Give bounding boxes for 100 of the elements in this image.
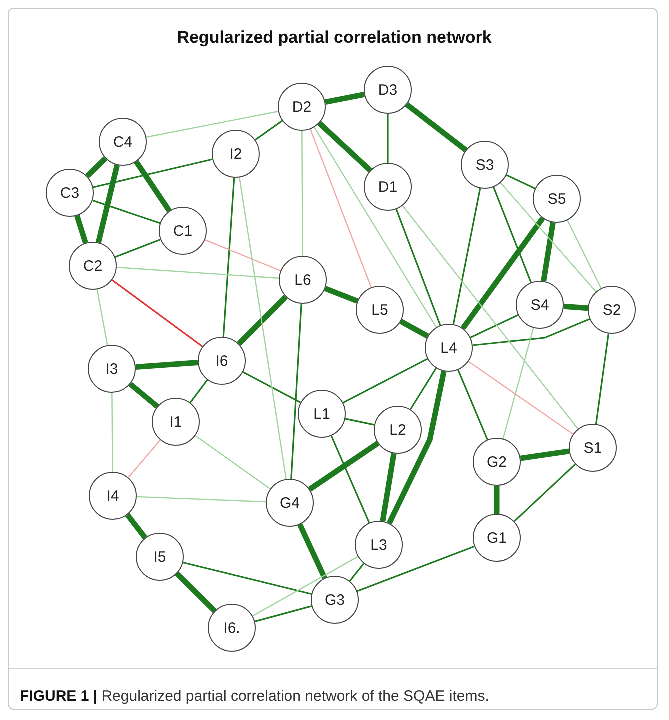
connection-line (74, 215, 88, 244)
node-circle (99, 118, 147, 166)
connection-line (242, 372, 302, 404)
connection-line (500, 182, 597, 292)
connection-line (314, 127, 438, 328)
connection-line (112, 393, 114, 472)
connection-line (460, 216, 546, 330)
connection-line (302, 131, 304, 256)
node-label: C1 (173, 222, 193, 240)
connection-line (458, 370, 488, 440)
node-circle (89, 472, 137, 520)
node-circle (588, 286, 636, 334)
node-label: I5 (154, 548, 166, 566)
connection-line (493, 187, 532, 283)
connection-line (402, 206, 579, 430)
connection-line (452, 188, 482, 325)
connection-line (136, 360, 198, 370)
connection-line (255, 120, 283, 141)
connection-line (520, 448, 570, 462)
node-circle (569, 424, 617, 472)
node-label: L3 (370, 536, 388, 554)
connection-line (349, 563, 365, 582)
connection-line (85, 156, 108, 178)
connection-line (183, 562, 312, 596)
connection-line (506, 174, 536, 190)
connection-line (595, 334, 610, 424)
connection-line (298, 524, 328, 580)
node-label: L6 (294, 272, 312, 288)
node-label: L4 (440, 340, 458, 356)
node-circle (311, 576, 359, 624)
connection-line (175, 572, 217, 614)
node-circle (461, 141, 509, 189)
node-label: S2 (602, 302, 622, 318)
node-circle (473, 514, 521, 562)
node-label: C4 (113, 134, 133, 150)
connection-line (290, 304, 302, 480)
node-label: S1 (584, 440, 602, 456)
connection-line (93, 158, 213, 188)
node-label: I3 (106, 360, 118, 378)
connection-line (128, 440, 161, 478)
node-circle (69, 242, 117, 290)
connection-line (254, 606, 312, 622)
connection-line (387, 370, 447, 525)
connection-line (318, 121, 372, 173)
connection-line (345, 418, 375, 426)
connection-line (564, 304, 588, 312)
node-circle (279, 256, 327, 304)
node-label: S4 (530, 296, 550, 314)
node-circle (356, 286, 404, 334)
node-label: D2 (292, 98, 312, 116)
connection-line (396, 209, 442, 326)
node-label: D1 (378, 178, 398, 196)
connection-line (342, 358, 428, 404)
node-label: C2 (83, 258, 103, 274)
connection-line (128, 382, 160, 409)
figure-caption: FIGURE 1 | Regularized partial correlation network of the SQAE items. (20, 688, 490, 705)
node-circle (425, 324, 473, 372)
node-label: D3 (378, 82, 398, 98)
connection-line (387, 114, 389, 163)
node-label: S5 (548, 190, 566, 208)
connection-line (330, 436, 370, 524)
node-label: G2 (486, 454, 507, 470)
connection-line (325, 92, 365, 106)
node-label: G1 (486, 530, 507, 546)
node-label: I6. (224, 620, 240, 636)
connection-line (252, 556, 358, 617)
connection-line (96, 164, 120, 244)
connection-line (567, 220, 602, 289)
node-circle (266, 479, 314, 527)
connection-line (239, 178, 287, 480)
chart-title: Regularized partial correlation network (176, 28, 493, 48)
node-label: C3 (60, 184, 80, 202)
connection-line (146, 111, 279, 138)
node-circle (278, 83, 326, 131)
node-label: I4 (106, 488, 120, 504)
node-label: S3 (476, 156, 494, 174)
connection-line (541, 222, 556, 282)
connection-line (324, 286, 359, 304)
connection-line (472, 318, 590, 346)
connection-line (514, 464, 576, 522)
connection-line (116, 267, 280, 279)
node-circle (516, 281, 564, 329)
connection-line (96, 290, 108, 346)
node-circle (355, 521, 403, 569)
connection-line (357, 546, 475, 592)
node-label: I2 (230, 146, 242, 162)
node-label: L1 (314, 406, 330, 422)
node-label: L2 (390, 422, 406, 438)
connection-line (195, 435, 271, 490)
connection-line (400, 319, 430, 339)
node-circle (152, 398, 200, 446)
connection-line (134, 160, 172, 213)
connection-line (494, 486, 500, 514)
node-label: G3 (324, 592, 345, 608)
node-circle (208, 604, 256, 652)
connection-line (502, 328, 534, 439)
connection-line (310, 129, 372, 288)
connection-line (470, 314, 519, 338)
node-circle (374, 406, 422, 454)
connection-line (308, 441, 380, 492)
